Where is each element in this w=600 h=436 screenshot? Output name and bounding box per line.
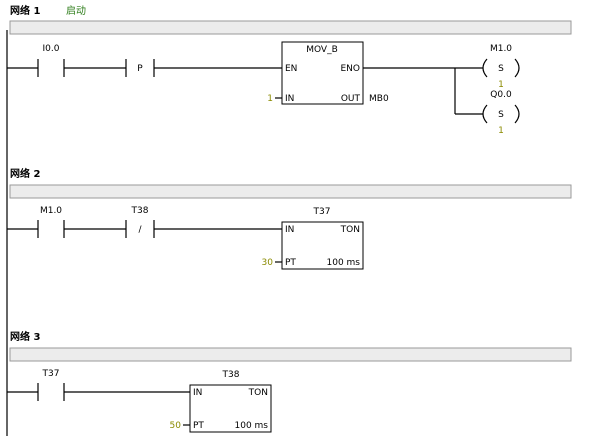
timer-t38-type: TON — [248, 388, 268, 398]
contact-t38-symbol: / — [138, 225, 142, 235]
mov-b-pin-eno: ENO — [340, 64, 360, 74]
network-2: 网络 2 M1.0 T38 / T37 IN TON PT 100 ms 30 — [7, 167, 572, 270]
coil-q0-0-op: S — [498, 110, 504, 120]
timer-t37-pin-in: IN — [285, 225, 294, 235]
coil-q0-0-set[interactable]: Q0.0 S 1 — [482, 90, 520, 136]
positive-edge-contact[interactable]: P — [125, 59, 155, 77]
coil-q0-0-address: Q0.0 — [490, 90, 512, 100]
network-3: 网络 3 T37 T38 IN TON PT 100 ms 50 — [7, 330, 572, 433]
network-1-title[interactable]: 网络 1 — [10, 4, 40, 17]
contact-i0-0[interactable]: I0.0 — [37, 44, 65, 77]
timer-t38[interactable]: T38 IN TON PT 100 ms — [189, 370, 272, 433]
network-3-title[interactable]: 网络 3 — [10, 330, 40, 343]
timer-t37-address: T37 — [313, 207, 331, 217]
coil-m1-0-set[interactable]: M1.0 S 1 — [482, 44, 520, 90]
mov-b-in-value[interactable]: 1 — [267, 94, 273, 104]
network-1-comment-bar[interactable] — [9, 20, 572, 35]
mov-b-block[interactable]: MOV_B EN ENO IN OUT — [281, 41, 364, 105]
contact-t38-nc[interactable]: T38 / — [125, 206, 155, 238]
mov-b-pin-in: IN — [285, 94, 294, 104]
timer-t37-type: TON — [340, 225, 360, 235]
edge-symbol: P — [137, 64, 143, 74]
mov-b-pin-out: OUT — [341, 94, 361, 104]
coil-m1-0-address: M1.0 — [490, 44, 512, 54]
contact-t38-address: T38 — [131, 206, 149, 216]
network-1: 网络 1 启动 I0.0 P MOV_B EN ENO IN OUT 1 — [7, 4, 572, 136]
coil-m1-0-op: S — [498, 64, 504, 74]
timer-t38-pin-pt: PT — [193, 421, 204, 431]
mov-b-pin-en: EN — [285, 64, 297, 74]
contact-t37-address: T37 — [42, 369, 60, 379]
mov-b-block-name: MOV_B — [306, 45, 338, 55]
contact-i0-0-address: I0.0 — [43, 44, 60, 54]
contact-m1-0-address: M1.0 — [40, 206, 62, 216]
timer-t37-preset[interactable]: 30 — [262, 258, 274, 268]
contact-t37[interactable]: T37 — [37, 369, 65, 401]
network-2-title[interactable]: 网络 2 — [10, 167, 40, 180]
mov-b-out-address[interactable]: MB0 — [369, 94, 389, 104]
timer-t38-base: 100 ms — [235, 421, 269, 431]
coil-q0-0-count: 1 — [498, 126, 504, 136]
coil-m1-0-count: 1 — [498, 80, 504, 90]
network-3-comment-bar[interactable] — [9, 347, 572, 362]
timer-t38-preset[interactable]: 50 — [170, 421, 182, 431]
timer-t38-address: T38 — [222, 370, 240, 380]
timer-t37-pin-pt: PT — [285, 258, 296, 268]
network-1-comment[interactable]: 启动 — [66, 4, 86, 17]
network-2-comment-bar[interactable] — [9, 184, 572, 199]
timer-t38-pin-in: IN — [193, 388, 202, 398]
timer-t37-base: 100 ms — [327, 258, 361, 268]
timer-t37[interactable]: T37 IN TON PT 100 ms — [281, 207, 364, 270]
contact-m1-0[interactable]: M1.0 — [37, 206, 65, 238]
